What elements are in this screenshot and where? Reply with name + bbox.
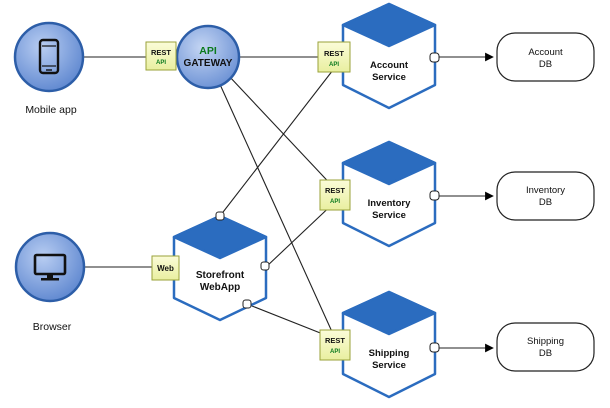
shipping-service-label-top: Shipping <box>369 348 410 359</box>
storefront-label-top: Storefront <box>196 270 245 281</box>
gateway-to-inventory-line <box>227 74 339 193</box>
gateway-label-top: API <box>199 45 217 57</box>
inventory-rest-badge: REST API <box>319 179 351 211</box>
account-service-port <box>429 52 440 63</box>
inventory-db-node[interactable]: Inventory DB <box>496 171 595 221</box>
svg-text:API: API <box>330 199 340 205</box>
svg-text:REST: REST <box>325 336 345 345</box>
gateway-rest-badge: REST API <box>145 41 177 71</box>
storefront-bottom-port <box>242 299 252 309</box>
inventory-service-port <box>429 190 440 201</box>
mobile-app-label: Mobile app <box>25 104 77 116</box>
inventory-service-label-bottom: Service <box>372 210 406 221</box>
shipping-rest-badge: REST API <box>319 329 351 361</box>
svg-text:Web: Web <box>157 264 174 273</box>
svg-text:API: API <box>156 60 166 66</box>
account-service-label-bottom: Service <box>372 72 406 83</box>
svg-text:REST: REST <box>325 186 345 195</box>
storefront-webapp-node[interactable]: Storefront WebApp <box>172 211 270 322</box>
browser-label: Browser <box>33 321 72 333</box>
smartphone-icon <box>38 38 60 75</box>
shipping-service-node[interactable]: Shipping Service <box>341 290 440 399</box>
inventory-db-label-top: Inventory <box>526 185 565 196</box>
storefront-web-badge: Web <box>151 255 180 281</box>
shipping-db-label-bottom: DB <box>539 348 552 359</box>
monitor-icon <box>33 253 67 281</box>
shipping-service-port <box>429 342 440 353</box>
gateway-to-shipping-line <box>217 79 339 346</box>
account-service-node[interactable]: Account Service <box>341 2 440 110</box>
shipping-db-node[interactable]: Shipping DB <box>496 322 595 372</box>
inventory-service-node[interactable]: Inventory Service <box>341 140 440 248</box>
connections <box>84 52 494 353</box>
storefront-top-port <box>215 211 225 221</box>
account-db-label-top: Account <box>528 47 563 58</box>
storefront-right-port <box>260 261 270 271</box>
storefront-label-bottom: WebApp <box>200 282 240 293</box>
svg-text:REST: REST <box>324 49 344 58</box>
mobile-app-node[interactable]: Mobile app <box>13 21 85 116</box>
inventory-service-label-top: Inventory <box>368 198 411 209</box>
shipping-service-label-bottom: Service <box>372 360 406 371</box>
api-gateway-node[interactable]: API GATEWAY <box>175 24 241 90</box>
storefront-to-account-line <box>219 69 334 217</box>
svg-text:REST: REST <box>151 48 171 57</box>
gateway-label-bottom: GATEWAY <box>184 58 233 69</box>
account-rest-badge: REST API <box>317 41 351 73</box>
inventory-db-label-bottom: DB <box>539 197 552 208</box>
shipping-db-label-top: Shipping <box>527 336 564 347</box>
account-db-label-bottom: DB <box>539 59 552 70</box>
account-service-label-top: Account <box>370 60 409 71</box>
svg-text:API: API <box>330 349 340 355</box>
browser-node[interactable]: Browser <box>14 231 86 333</box>
account-db-node[interactable]: Account DB <box>496 32 595 82</box>
svg-text:API: API <box>329 62 339 68</box>
